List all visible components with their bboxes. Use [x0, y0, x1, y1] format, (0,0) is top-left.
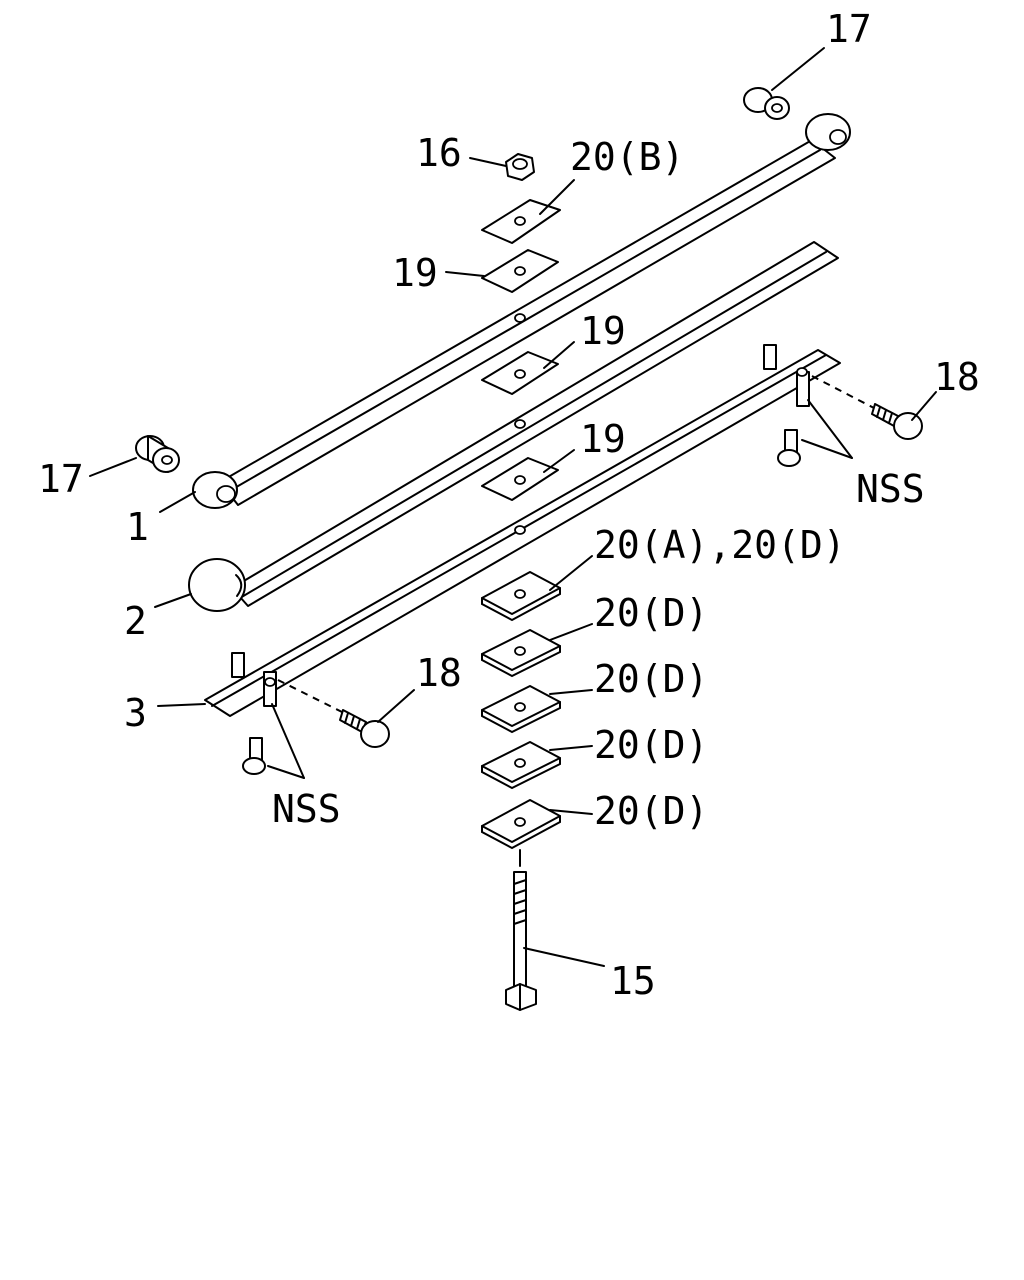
pad-20b [481, 199, 561, 244]
callout-19-mid: 19 [580, 309, 626, 353]
callout-nss-left: NSS [272, 787, 341, 831]
callout-20d-1: 20(D) [594, 591, 708, 635]
callout-20d-4: 20(D) [594, 789, 708, 833]
pad-20d-4 [481, 799, 561, 850]
callout-19-low: 19 [580, 417, 626, 461]
nss-screw-left [242, 737, 266, 775]
bushing-17-left [135, 435, 180, 473]
callout-15: 15 [610, 959, 656, 1003]
callout-nss-right: NSS [856, 467, 925, 511]
nss-screw-right [777, 429, 801, 467]
nut-16 [505, 153, 535, 181]
callout-16: 16 [416, 131, 462, 175]
callout-18-left: 18 [416, 651, 462, 695]
callout-20d-2: 20(D) [594, 657, 708, 701]
callout-18-right: 18 [934, 355, 980, 399]
callout-17-top: 17 [826, 7, 872, 51]
pad-20d-2 [481, 685, 561, 734]
callout-17-left: 17 [38, 457, 84, 501]
leaf-1 [192, 113, 851, 509]
clip-right [796, 371, 810, 407]
insulator-19-mid [481, 351, 559, 395]
clip-left-upper [231, 652, 245, 678]
clip-right-upper [763, 344, 777, 370]
center-bolt-15 [505, 849, 537, 1011]
leader-lines [89, 47, 937, 967]
pad-20d-3 [481, 741, 561, 790]
callout-3: 3 [124, 691, 147, 735]
pad-20ad [481, 571, 561, 622]
callout-20d-3: 20(D) [594, 723, 708, 767]
bolt-18-left [277, 679, 390, 748]
bolt-18-right [811, 375, 923, 440]
leaf-3 [204, 344, 841, 717]
insulator-19-top [481, 249, 559, 293]
bushing-17-top [743, 87, 790, 120]
callout-1: 1 [126, 505, 149, 549]
callout-20ad: 20(A),20(D) [594, 523, 846, 567]
callout-20b: 20(B) [570, 135, 684, 179]
callout-19-top: 19 [392, 251, 438, 295]
pad-20d-1 [481, 629, 561, 678]
insulator-19-low [481, 457, 559, 501]
callout-2: 2 [124, 599, 147, 643]
leaf-2 [188, 241, 839, 612]
